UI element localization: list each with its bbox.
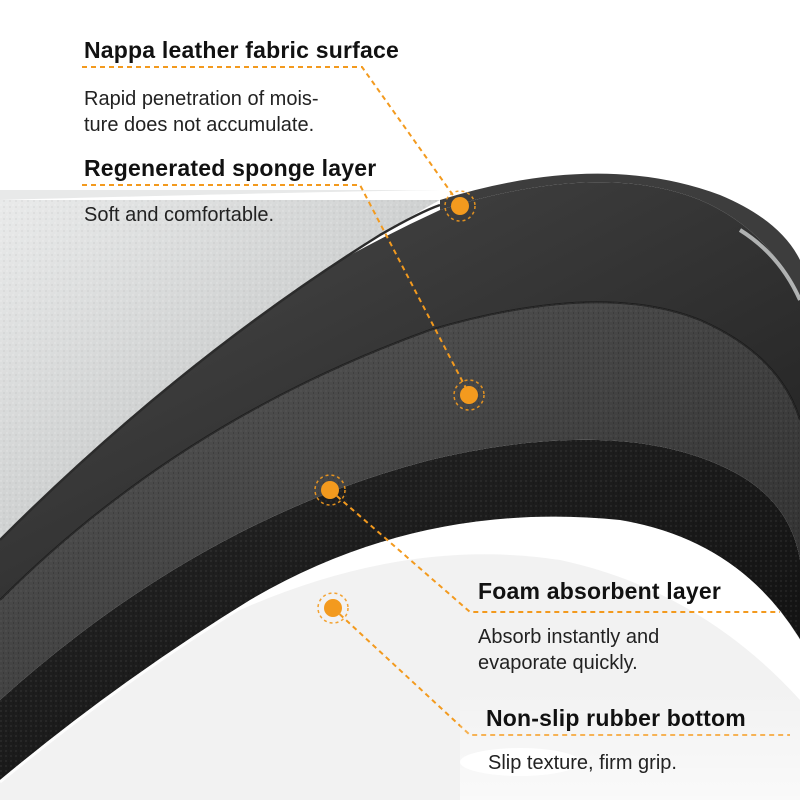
leather-desc-line-2: ture does not accumulate. — [84, 114, 315, 136]
rubber-desc-line-1: Slip texture, firm grip. — [488, 752, 677, 774]
sponge-edge-line — [0, 301, 800, 601]
marker-leather — [444, 190, 476, 222]
marker-foam-dot — [321, 481, 339, 499]
marker-leather-dot — [451, 197, 469, 215]
leather-texture — [0, 200, 440, 540]
callout-line-leather — [82, 66, 461, 206]
leather-rim-highlight — [738, 228, 800, 301]
rubber-texture — [0, 439, 800, 780]
marker-rubber — [317, 592, 349, 624]
bottom-glow — [460, 748, 580, 776]
marker-foam — [314, 474, 346, 506]
leather-layer-title: Nappa leather fabric surface — [84, 37, 399, 63]
leather-layer-description: Rapid penetration of mois- ture does not… — [84, 86, 384, 138]
foam-desc-line-2: evaporate quickly. — [478, 652, 638, 674]
foam-desc-line-1: Absorb instantly and — [478, 626, 660, 648]
callout-line-sponge — [82, 184, 469, 393]
marker-rubber-dot — [324, 599, 342, 617]
regenerated-sponge-layer — [0, 182, 800, 600]
sponge-layer-title: Regenerated sponge layer — [84, 155, 377, 181]
leather-left-edge — [0, 203, 441, 541]
foam-layer-title: Foam absorbent layer — [478, 578, 722, 604]
marker-sponge — [453, 379, 485, 411]
rubber-edge-highlight — [0, 517, 800, 784]
rubber-layer-title: Non-slip rubber bottom — [486, 705, 746, 731]
sponge-layer-description: Soft and comfortable. — [84, 202, 274, 228]
bottom-fade — [460, 690, 800, 800]
foam-texture — [0, 302, 800, 700]
foam-layer-description: Absorb instantly and evaporate quickly. — [478, 624, 738, 676]
backdrop-band — [0, 190, 440, 200]
leather-desc-line-1: Rapid penetration of mois- — [84, 88, 319, 110]
sponge-desc-line-1: Soft and comfortable. — [84, 204, 275, 226]
marker-sponge-dot — [460, 386, 478, 404]
rubber-layer-description: Slip texture, firm grip. — [488, 750, 677, 776]
